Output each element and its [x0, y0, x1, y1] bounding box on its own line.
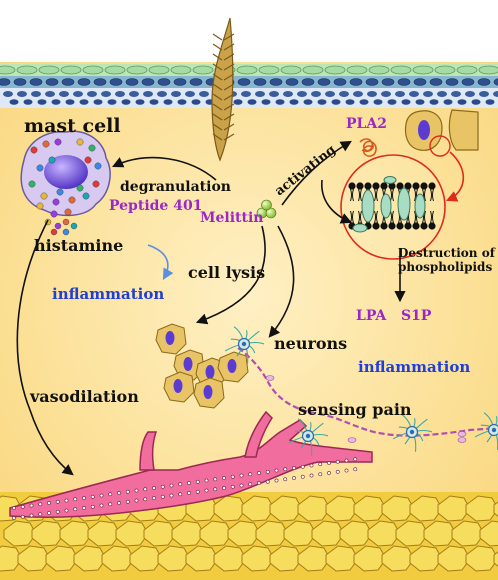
lysed-cells-icon	[155, 323, 249, 409]
lpa-label: LPA	[356, 308, 387, 324]
epidermis	[0, 64, 498, 108]
destruction-label-line1: Destruction of	[398, 246, 496, 260]
degranulation-label: degranulation	[120, 179, 231, 195]
melittin-label: Melittin	[200, 210, 263, 226]
neurons-label: neurons	[274, 334, 347, 353]
histamine-arrow	[147, 244, 174, 280]
target-cell-icon	[404, 109, 479, 157]
lipid-bilayer-icon	[348, 176, 436, 233]
blood-vessel-icon	[9, 410, 373, 520]
pla2-enzyme-icon	[359, 138, 377, 157]
sensing-pain-label: sensing pain	[298, 400, 412, 419]
vasodilation-label: vasodilation	[29, 387, 139, 406]
inflammation-left-label: inflammation	[52, 285, 164, 303]
melittin-molecule-icon	[256, 199, 277, 219]
inflammation-right-label: inflammation	[358, 358, 470, 376]
bee-stinger-icon	[211, 17, 235, 162]
s1p-label: S1P	[401, 308, 432, 324]
zoom-arrow	[445, 151, 465, 202]
membrane-zoom-ring	[340, 154, 446, 260]
arrows	[16, 140, 406, 476]
mast-cell-label: mast cell	[24, 115, 121, 137]
destruction-label-line2: phospholipids	[398, 260, 492, 274]
cell-lysis-label: cell lysis	[188, 263, 265, 282]
peptide-401-label: Peptide 401	[109, 198, 202, 214]
mast-cell-icon	[20, 130, 111, 236]
pla2-label: PLA2	[346, 116, 387, 132]
neuron-icon	[224, 326, 498, 456]
histamine-label: histamine	[34, 236, 123, 255]
